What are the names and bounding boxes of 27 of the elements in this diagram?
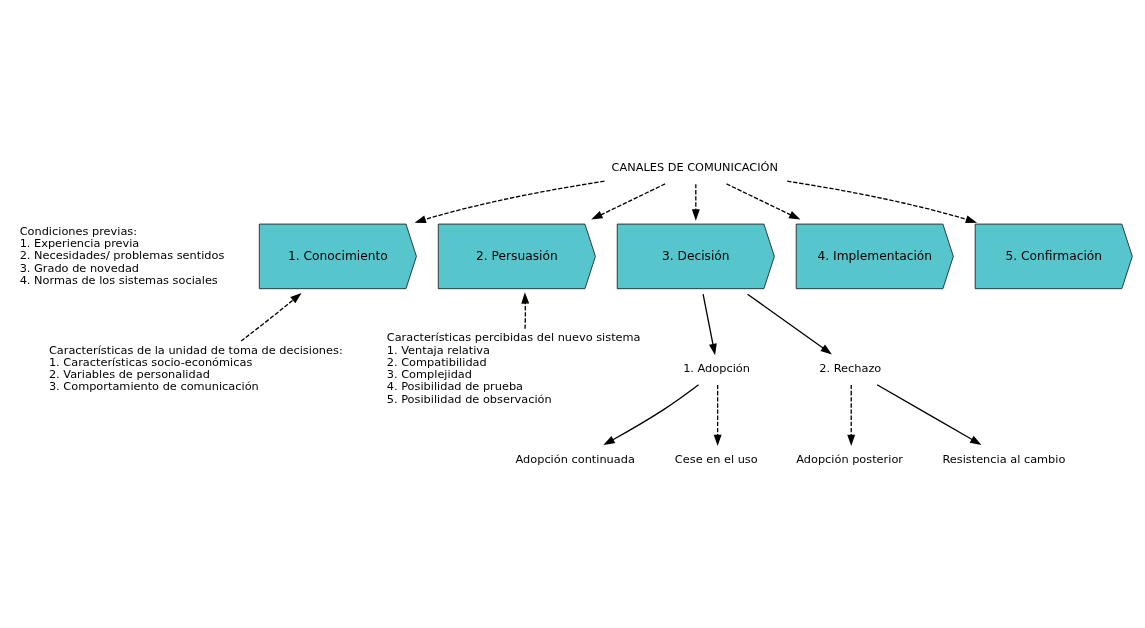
arrow	[691, 183, 700, 221]
node-text: Características de la unidad de toma de decisiones: 1. Características socio-económicas 2. Variables de personalidad 3. Comportamiento de comunicación	[48, 342, 343, 394]
label: Condiciones previas:	[19, 223, 138, 238]
arrow	[414, 180, 606, 224]
node-text: Características percibidas del nuevo sistema 1. Ventaja relativa 2. Compatibilidad 3. Complejidad 4. Posibilidad de prueba 5. Posibilidad de observación	[386, 330, 641, 406]
label: 3. Grado de novedad	[19, 260, 140, 275]
node-text: CANALES DE COMUNICACIÓN	[611, 160, 778, 175]
node-text: Resistencia al cambio	[942, 451, 1066, 466]
arrow	[746, 293, 832, 355]
arrow	[847, 384, 856, 447]
arrow	[521, 292, 530, 330]
arrow	[713, 384, 722, 447]
node-text: 2. Rechazo	[819, 360, 882, 375]
node-text: Adopción continuada	[515, 451, 635, 466]
arrow	[591, 183, 666, 220]
node-text: Adopción posterior	[796, 451, 903, 466]
node-text: 1. Adopción	[683, 360, 750, 375]
arrow	[702, 293, 717, 356]
label: 2. Necesidades/ problemas sentidos	[19, 248, 225, 263]
arrow	[603, 384, 700, 445]
arrow	[786, 180, 978, 224]
arrow	[876, 384, 982, 445]
arrow	[240, 292, 302, 342]
node-text: Cese en el uso	[674, 451, 758, 466]
label: 1. Experiencia previa	[19, 236, 140, 251]
arrow	[725, 183, 801, 220]
label: 4. Normas de los sistemas sociales	[19, 272, 218, 287]
